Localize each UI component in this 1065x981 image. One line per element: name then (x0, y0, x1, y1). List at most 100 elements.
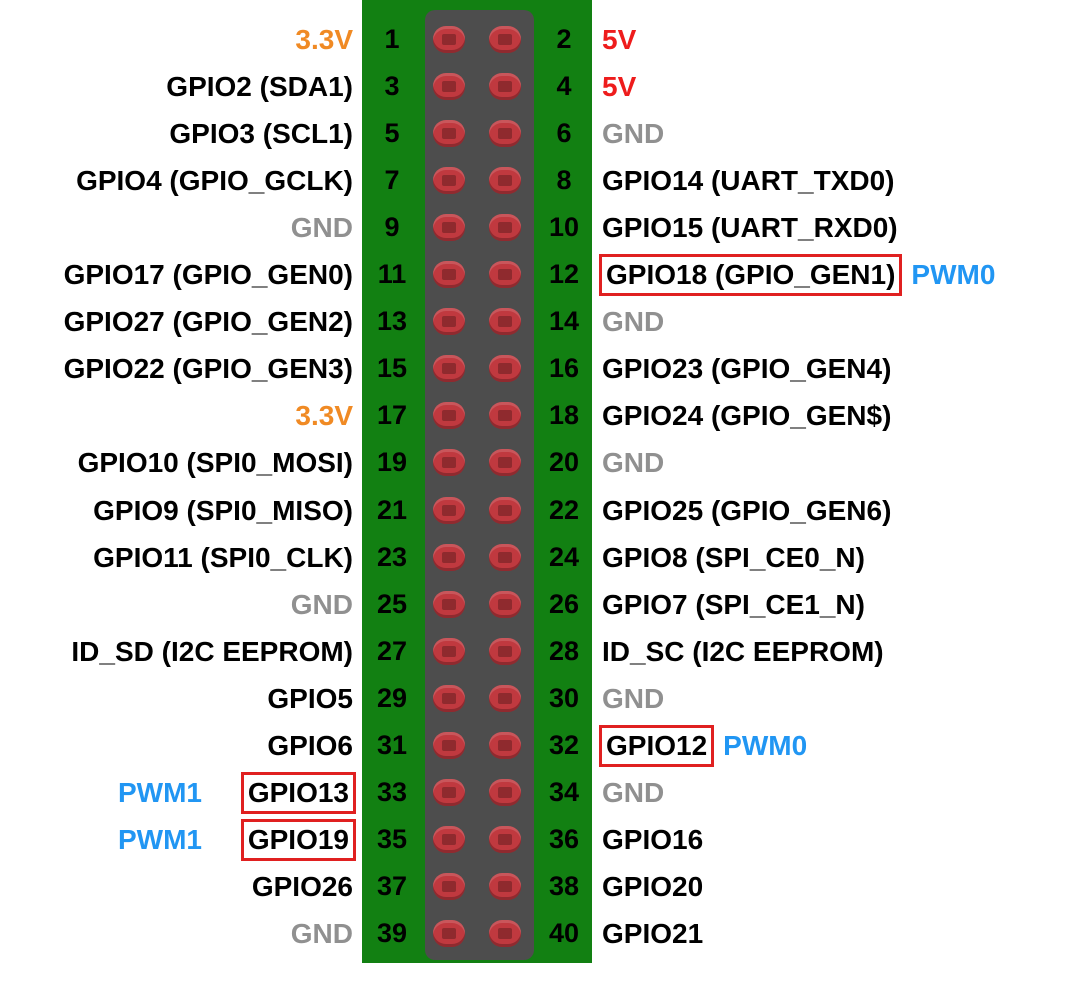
right-pwm-label: PWM0 (911, 259, 996, 291)
pin-odd-icon (433, 590, 465, 618)
left-pin-label: GPIO3 (SCL1) (169, 110, 353, 157)
right-pin-label-text: GND (602, 776, 665, 808)
pin-even-icon (489, 308, 521, 336)
left-pin-number: 19 (376, 447, 408, 478)
left-pin-number: 5 (384, 118, 400, 149)
pin-even-icon (489, 919, 521, 947)
pin-odd-icon (433, 355, 465, 383)
left-pin-label: GPIO19 (240, 816, 357, 863)
left-pin-label: GPIO5 (267, 675, 353, 722)
left-pin-number: 15 (376, 353, 408, 384)
right-pin-number: 38 (548, 870, 580, 901)
left-pin-number: 21 (376, 494, 408, 525)
right-pin-number: 24 (548, 541, 580, 572)
right-pin-label: GND (602, 110, 664, 157)
pin-even-icon (489, 496, 521, 524)
left-pin-label: GPIO9 (SPI0_MISO) (93, 487, 353, 534)
pin-odd-icon (433, 825, 465, 853)
right-pin-number: 26 (548, 588, 580, 619)
right-pin-label: 5V (602, 63, 636, 110)
left-pin-number: 39 (376, 917, 408, 948)
right-pin-number: 34 (548, 776, 580, 807)
pin-even-icon (489, 449, 521, 477)
left-pin-label-text: 3.3V (295, 24, 353, 55)
right-pin-number: 16 (548, 353, 580, 384)
left-pin-label-text: GPIO17 (GPIO_GEN0) (63, 259, 353, 291)
right-pin-label-text: ID_SC (I2C EEPROM) (602, 635, 884, 667)
left-pin-label: GPIO10 (SPI0_MOSI) (78, 439, 353, 486)
right-pin-label-text: GPIO21 (602, 917, 704, 949)
pin-odd-icon (433, 543, 465, 571)
left-pin-label: GPIO13 (240, 769, 357, 816)
left-pin-number: 17 (376, 400, 408, 431)
left-pin-number: 25 (376, 588, 408, 619)
left-pin-label: ID_SD (I2C EEPROM) (71, 628, 353, 675)
pin-odd-icon (433, 778, 465, 806)
pin-even-icon (489, 167, 521, 195)
left-pwm-label: PWM1 (118, 776, 202, 808)
right-pin-number: 10 (548, 212, 580, 243)
pin-odd-icon (433, 402, 465, 430)
pin-odd-icon (433, 684, 465, 712)
pin-odd-icon (433, 261, 465, 289)
right-pin-number: 8 (556, 165, 572, 196)
right-pin-number: 4 (556, 71, 572, 102)
pin-odd-icon (433, 637, 465, 665)
left-pin-label: GPIO2 (SDA1) (166, 63, 353, 110)
right-pin-label-text: GPIO16 (602, 823, 704, 855)
left-pin-label-text: GPIO9 (SPI0_MISO) (93, 494, 353, 526)
right-pin-label: GND (602, 769, 664, 816)
left-pin-label-text: GPIO2 (SDA1) (166, 71, 353, 103)
left-pin-label: GPIO22 (GPIO_GEN3) (64, 345, 353, 392)
left-pin-number: 1 (384, 24, 400, 54)
right-pin-number: 40 (548, 917, 580, 948)
pin-odd-icon (433, 731, 465, 759)
left-pin-number: 9 (384, 212, 400, 243)
right-pin-label: GND (602, 439, 664, 486)
left-pin-number: 31 (376, 729, 408, 760)
right-pin-label-text: GPIO24 (GPIO_GEN$) (602, 400, 892, 432)
right-pin-label: GPIO8 (SPI_CE0_N) (602, 534, 865, 581)
right-pin-label-text: GPIO23 (GPIO_GEN4) (602, 353, 892, 385)
left-pin-label: 3.3V (295, 392, 353, 439)
right-pin-label-text: 5V (602, 71, 637, 103)
right-pin-label: GPIO25 (GPIO_GEN6) (602, 487, 891, 534)
right-pin-label-text: GND (602, 118, 665, 150)
left-pin-number: 35 (376, 823, 408, 854)
pin-even-icon (489, 120, 521, 148)
pin-even-icon (489, 26, 521, 53)
left-pin-label-text: GPIO22 (GPIO_GEN3) (63, 353, 353, 385)
right-pin-label-text: GND (602, 447, 665, 479)
right-pin-label: GPIO15 (UART_RXD0) (602, 204, 898, 251)
left-pin-number: 27 (376, 635, 408, 666)
right-pin-label: GPIO21 (602, 910, 703, 957)
pin-even-icon (489, 731, 521, 759)
pin-even-icon (489, 355, 521, 383)
right-pin-number: 36 (548, 823, 580, 854)
right-pin-number: 14 (548, 306, 580, 337)
left-pin-label-text: GPIO4 (GPIO_GCLK) (76, 165, 353, 197)
pin-odd-icon (433, 26, 465, 53)
pin-even-icon (489, 590, 521, 618)
right-pin-label-text: GND (602, 306, 665, 338)
right-pin-number: 22 (548, 494, 580, 525)
left-pin-label: GPIO11 (SPI0_CLK) (93, 534, 353, 581)
pin-even-icon (489, 73, 521, 101)
pin-odd-icon (433, 308, 465, 336)
pin-odd-icon (433, 120, 465, 148)
right-pin-number: 2 (556, 24, 572, 54)
right-pin-label-text: GPIO15 (UART_RXD0) (602, 212, 898, 244)
left-pin-label-text: GND (290, 212, 353, 244)
left-pin-number: 29 (376, 682, 408, 713)
left-pin-label-text: GPIO11 (SPI0_CLK) (93, 541, 353, 573)
pin-odd-icon (433, 73, 465, 101)
